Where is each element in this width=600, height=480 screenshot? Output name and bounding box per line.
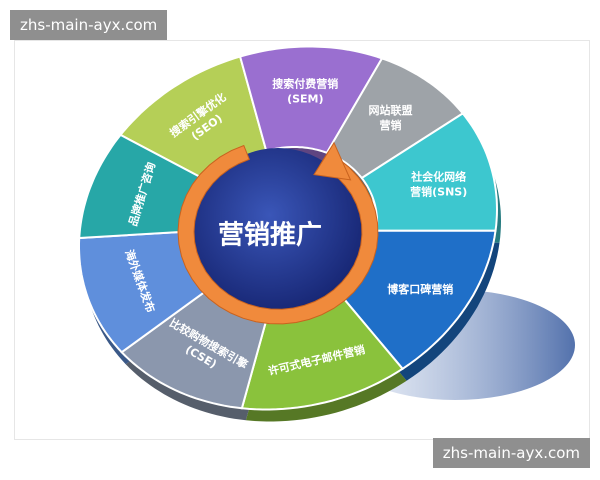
cycle-arrow-head — [313, 141, 352, 181]
segment-label-blog: 博客口碑营销 — [387, 282, 453, 296]
cycle-arrow-band — [177, 144, 379, 325]
segment-label-sem: 搜索付费营销(SEM) — [272, 76, 338, 105]
center-label: 营销推广 — [218, 221, 322, 251]
segment-label-sns: 社会化网络营销(SNS) — [410, 170, 467, 199]
cycle-arrow — [177, 141, 379, 325]
center-disc — [194, 148, 362, 316]
watermark-bottom: zhs-main-ayx.com — [432, 438, 590, 468]
segment-label-alliance: 网站联盟营销 — [369, 103, 413, 132]
watermark-top: zhs-main-ayx.com — [10, 10, 168, 40]
